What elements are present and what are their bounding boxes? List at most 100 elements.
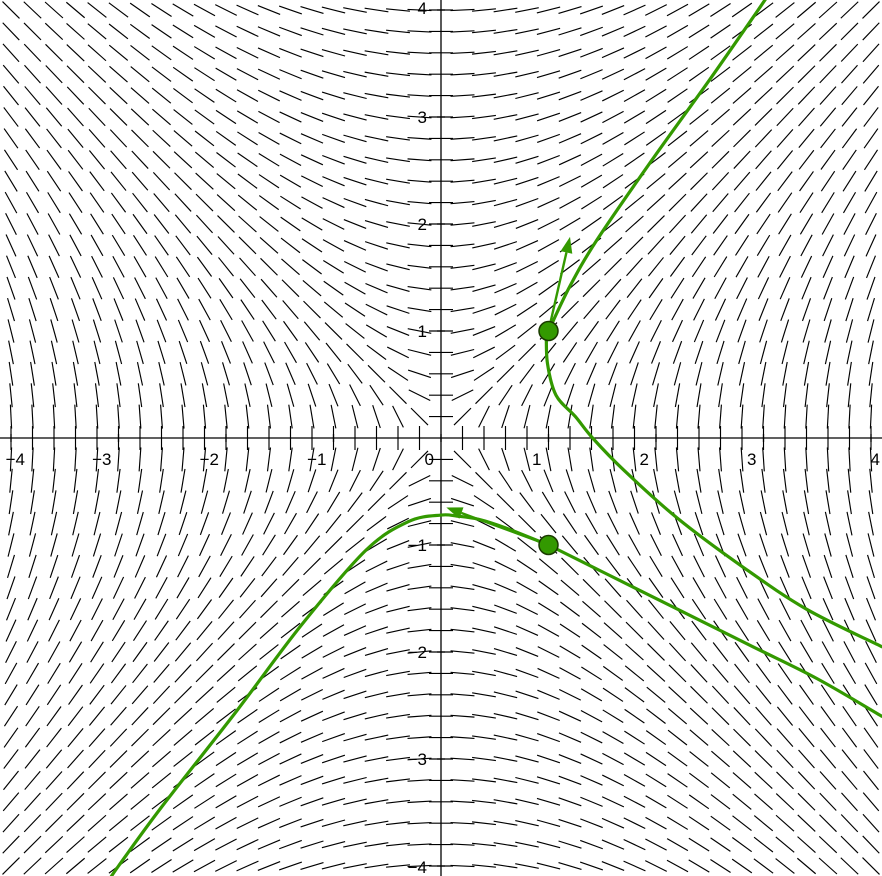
slope-segment bbox=[493, 220, 518, 228]
slope-segment bbox=[173, 87, 193, 104]
slope-segment bbox=[798, 749, 815, 769]
slope-segment bbox=[195, 193, 214, 212]
slope-segment bbox=[28, 533, 37, 557]
slope-segment bbox=[757, 255, 770, 278]
slope-segment bbox=[407, 179, 432, 183]
slope-segment bbox=[754, 771, 773, 790]
slope-segment bbox=[688, 837, 710, 852]
slope-segment bbox=[321, 91, 346, 100]
slope-segment bbox=[193, 46, 216, 60]
slope-segment bbox=[450, 115, 475, 119]
slope-segment bbox=[515, 625, 539, 636]
slope-segment bbox=[322, 624, 345, 637]
slope-segment bbox=[216, 686, 236, 703]
slope-segment bbox=[194, 729, 215, 746]
slope-segment bbox=[779, 576, 791, 600]
slope-segment bbox=[92, 298, 102, 322]
slope-segment bbox=[2, 857, 20, 875]
slope-segment bbox=[732, 108, 752, 126]
slope-segment bbox=[236, 860, 259, 872]
slope-segment bbox=[87, 65, 107, 83]
slope-segment bbox=[515, 863, 539, 869]
slope-segment bbox=[862, 22, 880, 41]
slope-segment bbox=[237, 708, 258, 724]
slope-segment bbox=[537, 667, 560, 679]
slope-segment bbox=[450, 821, 475, 825]
slope-segment bbox=[567, 404, 573, 429]
slope-segment bbox=[862, 43, 880, 63]
slope-segment bbox=[216, 173, 236, 190]
slope-segment bbox=[407, 671, 432, 676]
slope-segment bbox=[72, 340, 79, 365]
slope-segment bbox=[156, 533, 167, 557]
slope-segment bbox=[797, 792, 816, 811]
slope-segment bbox=[93, 340, 101, 365]
slope-segment bbox=[558, 27, 582, 36]
slope-segment bbox=[673, 362, 682, 386]
slope-segment bbox=[88, 107, 106, 127]
slope-segment bbox=[825, 490, 831, 515]
slope-segment bbox=[343, 155, 367, 164]
slope-segment bbox=[864, 684, 878, 706]
slope-segment bbox=[450, 563, 475, 569]
slope-segment bbox=[343, 113, 367, 121]
slope-segment bbox=[72, 361, 79, 386]
slope-segment bbox=[623, 89, 646, 102]
slope-segment bbox=[323, 301, 344, 318]
slope-segment bbox=[90, 234, 104, 257]
slope-segment bbox=[648, 577, 664, 598]
slope-segment bbox=[300, 710, 324, 722]
slope-segment bbox=[69, 598, 82, 621]
slope-segment bbox=[386, 136, 410, 141]
slope-segment bbox=[559, 688, 581, 701]
slope-segment bbox=[689, 151, 709, 169]
slope-segment bbox=[711, 108, 730, 126]
slope-segment bbox=[760, 490, 767, 515]
slope-segment bbox=[242, 512, 253, 535]
slope-segment bbox=[236, 89, 259, 102]
slope-segment bbox=[181, 404, 185, 429]
slope-segment bbox=[328, 469, 339, 493]
slope-segment bbox=[172, 66, 194, 82]
slope-segment bbox=[450, 158, 475, 162]
slope-segment bbox=[847, 468, 852, 493]
slope-segment bbox=[472, 864, 496, 868]
slope-segment bbox=[515, 240, 539, 251]
slope-segment bbox=[108, 815, 129, 832]
slope-segment bbox=[322, 197, 345, 209]
slope-segment bbox=[321, 6, 346, 14]
slope-segment bbox=[215, 4, 237, 16]
slope-segment bbox=[94, 361, 100, 386]
slope-segment bbox=[865, 619, 877, 642]
slope-segment bbox=[133, 235, 147, 256]
slope-segment bbox=[496, 364, 515, 383]
slope-segment bbox=[847, 383, 852, 408]
slope-segment bbox=[688, 859, 710, 873]
slope-segment bbox=[3, 107, 19, 127]
slope-segment bbox=[366, 344, 387, 361]
slope-segment bbox=[73, 468, 78, 493]
slope-segment bbox=[194, 773, 215, 788]
slope-segment bbox=[624, 131, 645, 146]
slope-segment bbox=[194, 751, 215, 767]
x-tick-label: 0 bbox=[425, 450, 434, 469]
slope-segment bbox=[343, 820, 367, 827]
slope-segment bbox=[538, 602, 559, 617]
slope-segment bbox=[690, 664, 708, 683]
slope-segment bbox=[27, 255, 38, 279]
slope-segment bbox=[364, 691, 389, 699]
slope-segment bbox=[94, 468, 100, 493]
slope-segment bbox=[45, 814, 63, 833]
slope-segment bbox=[202, 447, 207, 472]
slope-segment bbox=[136, 340, 144, 365]
slope-segment bbox=[581, 216, 602, 232]
slope-segment bbox=[114, 319, 123, 343]
slope-segment bbox=[322, 239, 345, 252]
slope-segment bbox=[135, 533, 145, 557]
slope-segment bbox=[136, 490, 144, 515]
slope-segment bbox=[266, 447, 272, 472]
slope-segment bbox=[257, 817, 281, 829]
slope-segment bbox=[263, 512, 275, 535]
slope-segment bbox=[516, 302, 538, 317]
slope-segment bbox=[301, 196, 323, 209]
